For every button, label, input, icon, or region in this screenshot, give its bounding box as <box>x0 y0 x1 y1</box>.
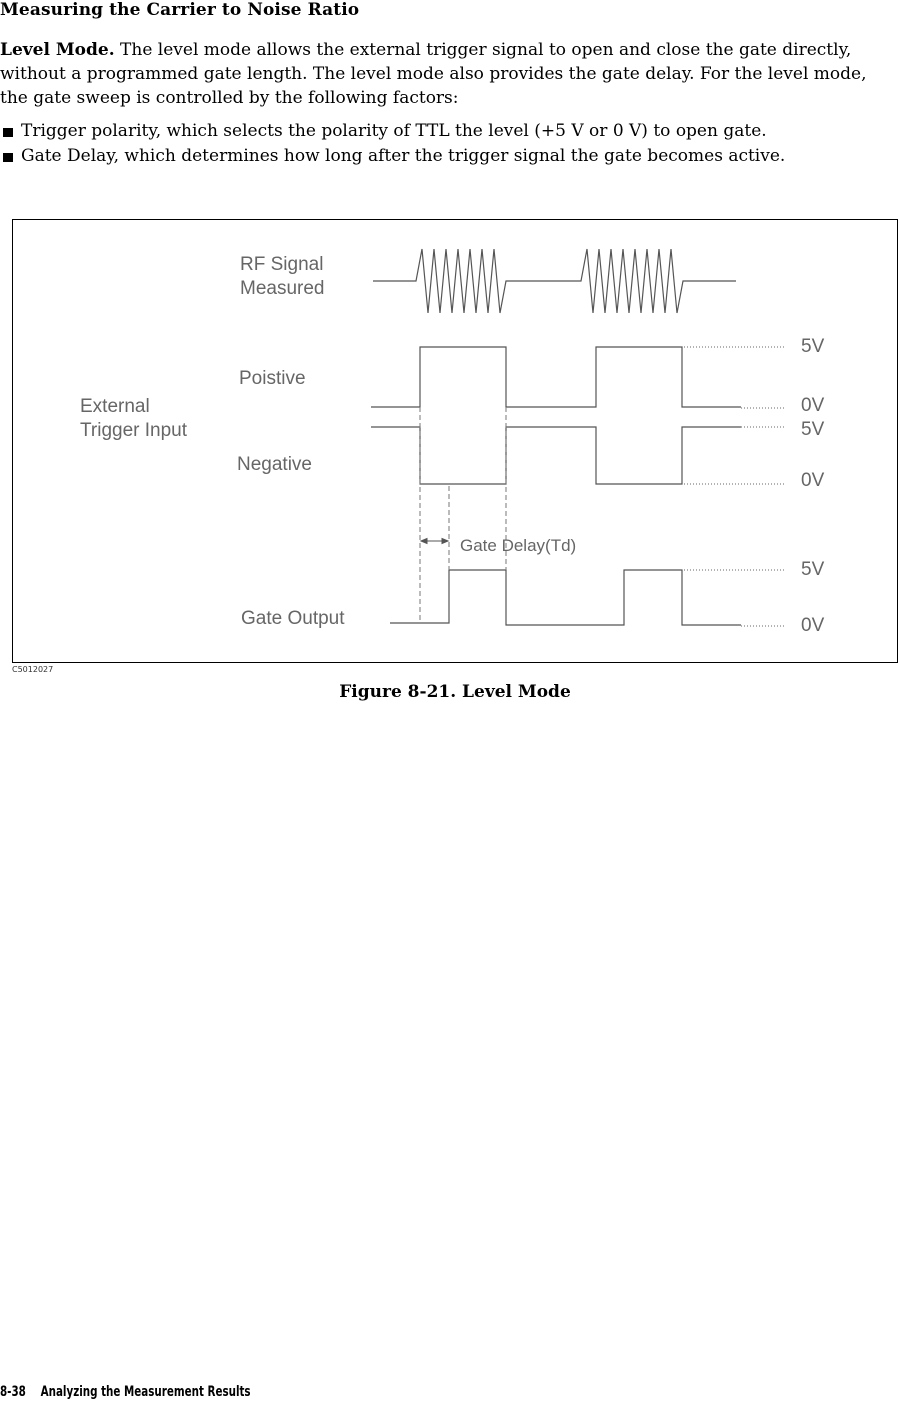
gate-output-waveform <box>390 569 741 626</box>
list-item: Trigger polarity, which selects the pola… <box>0 119 890 144</box>
paragraph-lead: Level Mode. <box>0 40 115 60</box>
list-item-text: Trigger polarity, which selects the pola… <box>21 121 767 141</box>
bullet-square-icon <box>3 128 13 137</box>
gate-output-label: Gate Output <box>241 608 345 629</box>
rf-signal-waveform <box>373 248 736 314</box>
negative-label: Negative <box>237 454 312 475</box>
gate-delay-label: Gate Delay(Td) <box>460 536 576 555</box>
list-item-text: Gate Delay, which determines how long af… <box>21 146 786 166</box>
positive-trigger-waveform <box>371 346 741 408</box>
figure-id: C5012027 <box>12 665 54 674</box>
gate-delay-arrow-icon <box>419 537 450 545</box>
rf-measured-label: Measured <box>240 278 325 299</box>
positive-label: Poistive <box>239 368 306 389</box>
timing-diagram: RF Signal Measured Poistive External Tri… <box>80 248 825 636</box>
negative-trigger-waveform <box>371 426 741 485</box>
trigger-input-label: Trigger Input <box>80 420 188 441</box>
voltage-5v-label: 5V <box>801 419 825 440</box>
figure-caption: Figure 8-21. Level Mode <box>339 682 571 702</box>
rf-signal-label: RF Signal <box>240 254 323 275</box>
running-head: Measuring the Carrier to Noise Ratio <box>0 0 360 20</box>
page-number: 8-38 <box>0 1384 26 1400</box>
bullet-square-icon <box>3 153 13 162</box>
page-footer: 8-38 Analyzing the Measurement Results <box>0 1384 251 1400</box>
level-mode-figure: RF Signal Measured Poistive External Tri… <box>12 219 898 663</box>
list-item: Gate Delay, which determines how long af… <box>0 144 890 169</box>
factor-list: Trigger polarity, which selects the pola… <box>0 119 890 169</box>
voltage-0v-label: 0V <box>801 615 825 636</box>
level-mode-paragraph: Level Mode. The level mode allows the ex… <box>0 38 890 110</box>
voltage-0v-label: 0V <box>801 395 825 416</box>
level-reference-lines <box>684 346 786 627</box>
external-label: External <box>80 396 150 417</box>
voltage-0v-label: 0V <box>801 470 825 491</box>
section-title: Analyzing the Measurement Results <box>40 1384 251 1400</box>
voltage-5v-label: 5V <box>801 336 825 357</box>
voltage-5v-label: 5V <box>801 559 825 580</box>
paragraph-text: The level mode allows the external trigg… <box>0 40 867 108</box>
